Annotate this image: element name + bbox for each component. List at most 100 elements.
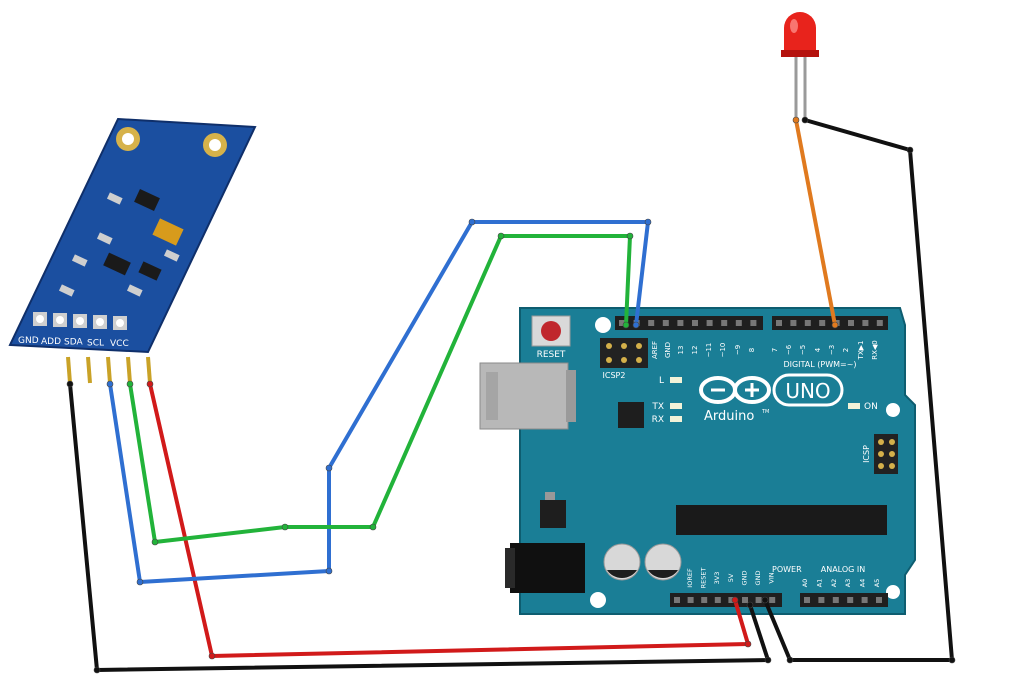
wire-bend-dot <box>731 596 739 604</box>
digital-pin-label: ~10 <box>719 343 727 358</box>
analog-pin-label: A5 <box>873 579 881 588</box>
header-pin[interactable] <box>776 320 782 326</box>
header-pin[interactable] <box>701 597 708 603</box>
led-l-label: L <box>659 376 664 386</box>
header-pin[interactable] <box>742 597 748 603</box>
voltage-regulator <box>540 492 566 528</box>
capacitor <box>603 543 641 581</box>
analog-pin-label: A0 <box>801 579 809 588</box>
wire-bend-dot <box>208 652 216 660</box>
header-pin[interactable] <box>687 597 694 603</box>
uno-badge: UNO <box>772 373 844 407</box>
wire-bend-dot <box>746 601 754 609</box>
usb-chip <box>618 402 644 428</box>
digital-pin-label: TX▶1 <box>857 341 865 361</box>
wire-bend-dot <box>93 666 101 674</box>
wire-bend-dot <box>764 656 772 664</box>
reset-label: RESET <box>537 350 566 360</box>
header-pin[interactable] <box>848 320 854 326</box>
led-tx-indicator <box>670 403 682 409</box>
icsp-pin <box>878 463 884 469</box>
led-anode-wire <box>794 119 837 326</box>
header-pin[interactable] <box>818 597 825 603</box>
usb-connector <box>479 362 576 430</box>
tm-label: TM <box>761 409 769 415</box>
header-pin[interactable] <box>819 320 826 326</box>
analog-pin-label: A2 <box>830 579 838 588</box>
header-pin[interactable] <box>832 597 839 603</box>
icsp-pin <box>889 439 895 445</box>
power-led <box>848 403 860 409</box>
header-pin[interactable] <box>677 320 684 326</box>
wire-bend-dot <box>632 321 640 329</box>
tx-label: TX <box>651 402 664 412</box>
analog-header-label: ANALOG IN <box>821 565 866 574</box>
led-l-indicator <box>670 377 682 383</box>
arduino-logo <box>699 376 771 404</box>
header-pin[interactable] <box>862 320 869 326</box>
power-pin-label: 3V3 <box>713 572 721 585</box>
digital-pin-label: ~5 <box>799 345 807 355</box>
power-header-label: POWER <box>772 565 802 574</box>
brand-label: Arduino <box>704 409 754 424</box>
analog-pin-label: A3 <box>844 579 852 588</box>
led-rx-indicator <box>670 416 682 422</box>
header-pin[interactable] <box>662 320 669 326</box>
icsp2-label: ICSP2 <box>603 371 626 380</box>
header-pin[interactable] <box>619 320 625 326</box>
header-pin[interactable] <box>721 320 728 326</box>
power-pin-label: IOREF <box>686 568 694 588</box>
header-pin[interactable] <box>735 320 742 326</box>
digital-header-low <box>772 316 888 330</box>
sensor-pin-label: ADD <box>41 337 61 347</box>
wire-bend-dot <box>786 656 794 664</box>
wire-bend-dot <box>468 218 476 226</box>
mounting-hole <box>595 317 611 333</box>
header-pin[interactable] <box>790 320 797 326</box>
header-pin[interactable] <box>847 597 854 603</box>
wire-bend-dot <box>497 232 505 240</box>
header-pin[interactable] <box>674 597 680 603</box>
icsp2-pin <box>606 343 612 349</box>
red-led <box>781 12 819 120</box>
icsp-header <box>874 434 898 474</box>
digital-pin-label: 12 <box>691 346 699 355</box>
power-pin-label: VIN <box>768 572 776 583</box>
wire-bend-dot <box>325 464 333 472</box>
mounting-hole <box>590 592 606 608</box>
mounting-hole <box>886 403 900 417</box>
header-pin[interactable] <box>706 320 713 326</box>
icsp2-pin <box>636 357 642 363</box>
header-pin[interactable] <box>804 597 810 603</box>
header-pin[interactable] <box>648 320 655 326</box>
icsp2-pin <box>621 357 627 363</box>
wire-bend-dot <box>136 578 144 586</box>
dc-power-jack <box>505 543 585 593</box>
digital-pin-label: 8 <box>748 348 756 352</box>
icsp-pin <box>889 463 895 469</box>
wire-bend-dot <box>369 523 377 531</box>
header-pin[interactable] <box>750 320 757 326</box>
header-pin[interactable] <box>714 597 721 603</box>
digital-pin-label: ~6 <box>785 344 793 355</box>
power-pin-label: 5V <box>727 573 735 582</box>
sensor-pin-label: SCL <box>87 338 104 348</box>
reset-button[interactable] <box>531 315 571 347</box>
wire-bend-dot <box>792 116 800 124</box>
wire-bend-dot <box>831 321 839 329</box>
header-pin[interactable] <box>755 597 762 603</box>
header-pin[interactable] <box>769 597 776 603</box>
sensor-pin-label: SDA <box>64 338 83 348</box>
header-pin[interactable] <box>804 320 811 326</box>
vcc-wire <box>148 383 750 658</box>
header-pin[interactable] <box>876 597 882 603</box>
icsp2-pin <box>606 357 612 363</box>
header-pin[interactable] <box>861 597 868 603</box>
wire-bend-dot <box>325 567 333 575</box>
wire-bend-dot <box>744 640 752 648</box>
header-pin[interactable] <box>692 320 698 326</box>
wire-bend-dot <box>146 380 154 388</box>
header-pin[interactable] <box>876 320 883 326</box>
header-pin[interactable] <box>728 597 735 603</box>
